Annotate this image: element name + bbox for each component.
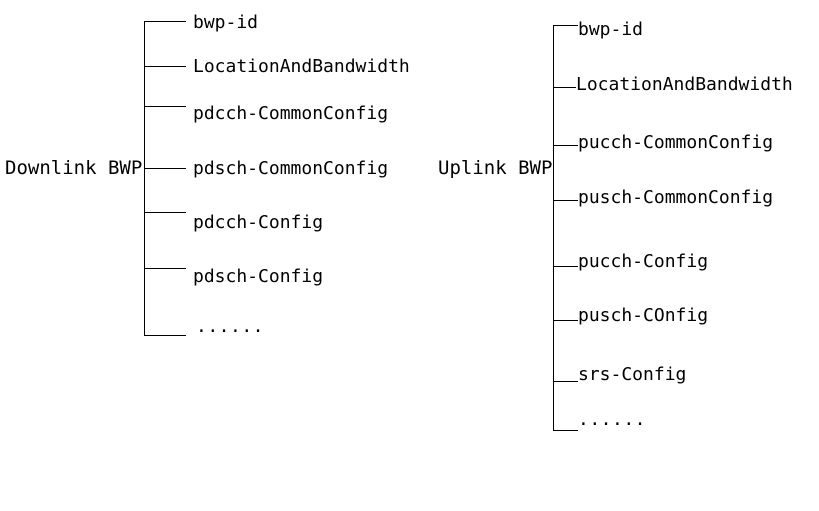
downlink-branch-line xyxy=(144,21,186,22)
downlink-leaf-pdcch-config: pdcch-Config xyxy=(193,212,324,233)
downlink-branch-line xyxy=(144,268,186,269)
uplink-branch-line xyxy=(553,381,578,382)
uplink-leaf-bwp-id: bwp-id xyxy=(578,19,644,40)
downlink-branch-line xyxy=(144,66,186,67)
downlink-branch-line xyxy=(144,212,186,213)
downlink-leaf-bwp-id: bwp-id xyxy=(193,12,259,33)
downlink-leaf-pdsch-config: pdsch-Config xyxy=(193,266,324,287)
downlink-branch-line xyxy=(144,168,186,169)
uplink-leaf-pusch-commonconfig: pusch-CommonConfig xyxy=(578,187,774,208)
uplink-branch-line xyxy=(553,25,578,26)
downlink-bwp-trunk-line xyxy=(144,21,145,335)
downlink-leaf-pdcch-commonconfig: pdcch-CommonConfig xyxy=(193,103,389,124)
uplink-leaf-pucch-commonconfig: pucch-CommonConfig xyxy=(578,132,774,153)
uplink-bwp-root-label: Uplink BWP xyxy=(438,157,553,179)
uplink-bwp-trunk-line xyxy=(553,25,554,430)
uplink-branch-line xyxy=(553,87,576,88)
downlink-leaf-location-and-bandwidth: LocationAndBandwidth xyxy=(193,56,410,77)
downlink-bwp-root-label: Downlink BWP xyxy=(5,157,143,179)
downlink-branch-line xyxy=(144,106,186,107)
uplink-leaf-pucch-config: pucch-Config xyxy=(578,251,709,272)
uplink-branch-line xyxy=(553,266,578,267)
uplink-leaf-ellipsis: ...... xyxy=(578,409,647,430)
uplink-branch-line xyxy=(553,145,578,146)
uplink-branch-line xyxy=(553,320,578,321)
downlink-branch-line xyxy=(144,335,186,336)
uplink-leaf-srs-config: srs-Config xyxy=(578,364,687,385)
uplink-leaf-location-and-bandwidth: LocationAndBandwidth xyxy=(576,74,793,95)
uplink-branch-line xyxy=(553,430,578,431)
downlink-leaf-ellipsis: ...... xyxy=(196,316,265,337)
uplink-leaf-pusch-config: pusch-COnfig xyxy=(578,305,709,326)
downlink-leaf-pdsch-commonconfig: pdsch-CommonConfig xyxy=(193,158,389,179)
uplink-branch-line xyxy=(553,200,578,201)
